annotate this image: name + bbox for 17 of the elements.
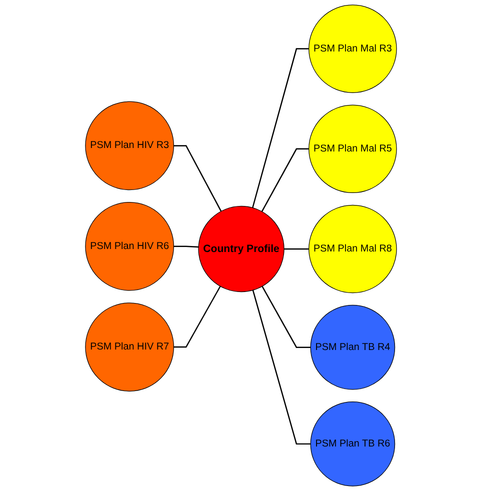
node-circle: PSM Plan Mal R3 (308, 4, 397, 93)
connector (174, 286, 221, 348)
connector (252, 48, 309, 208)
node-circle: PSM Plan TB R6 (310, 402, 396, 486)
node-circle: Country Profile (198, 206, 284, 292)
node-circle: PSM Plan HIV R7 (85, 302, 174, 392)
node-circle: PSM Plan HIV R6 (85, 202, 174, 291)
connector (252, 290, 311, 445)
connector (261, 148, 309, 212)
connector (262, 286, 311, 348)
node-circle: PSM Plan Mal R8 (308, 204, 397, 294)
connector (174, 246, 199, 248)
node-circle: PSM Plan Mal R5 (308, 104, 397, 194)
connector (284, 248, 309, 250)
connector (174, 145, 222, 212)
node-circle: PSM Plan TB R4 (310, 304, 396, 390)
node-circle: PSM Plan HIV R3 (85, 101, 174, 190)
